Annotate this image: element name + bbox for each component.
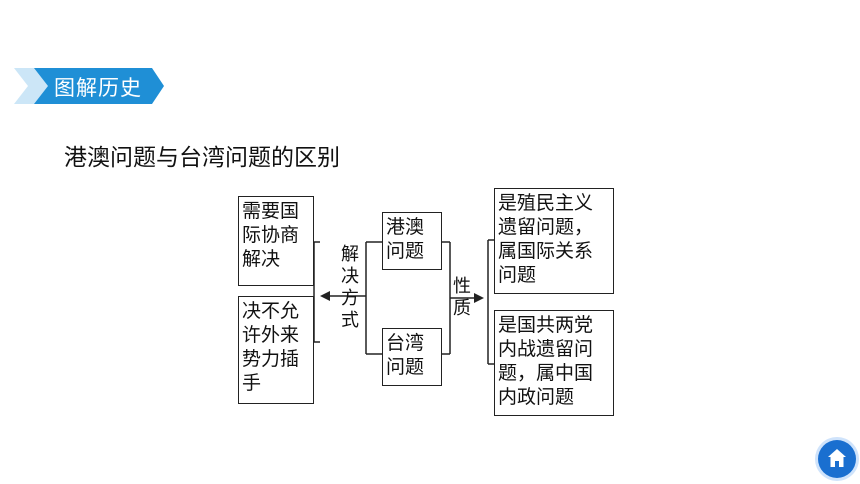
right-box-2-line: 内战遗留问 xyxy=(498,338,594,360)
arrow-right-icon xyxy=(474,293,484,303)
center-box-2-line: 台湾 xyxy=(386,332,425,354)
right-box-2-line: 题，属中国 xyxy=(498,362,594,384)
right-box-1: 是殖民主义 遗留问题， 属国际关系 问题 xyxy=(494,188,614,294)
solution-method-char: 式 xyxy=(341,310,359,331)
page-subtitle: 港澳问题与台湾问题的区别 xyxy=(64,145,340,171)
right-box-1-line: 是殖民主义 xyxy=(498,192,594,214)
left-box-1: 需要国 际协商 解决 xyxy=(238,196,314,286)
center-box-1-line: 问题 xyxy=(386,240,425,262)
right-box-2-line: 是国共两党 xyxy=(498,314,594,336)
left-box-1-line: 需要国 xyxy=(242,200,300,222)
left-box-1-line: 际协商 xyxy=(242,224,300,246)
right-box-1-line: 属国际关系 xyxy=(498,240,594,262)
nature-char: 性 xyxy=(453,276,471,297)
arrow-left-icon xyxy=(320,291,330,301)
solution-method-char: 决 xyxy=(341,266,359,287)
right-box-1-line: 问题 xyxy=(498,264,537,286)
center-box-1-line: 港澳 xyxy=(386,216,425,238)
left-box-2-line: 许外来 xyxy=(242,324,300,346)
right-box-1-line: 遗留问题， xyxy=(498,216,594,238)
solution-method-label: 解 决 方 式 xyxy=(340,244,360,332)
left-box-2-line: 决不允 xyxy=(242,300,300,322)
solution-method-char: 方 xyxy=(341,288,359,309)
left-box-2-line: 手 xyxy=(242,372,262,394)
left-box-1-line: 解决 xyxy=(242,248,281,270)
banner-title: 图解历史 xyxy=(54,76,142,100)
center-box-taiwan: 台湾 问题 xyxy=(382,328,442,386)
nature-label: 性 质 xyxy=(452,276,472,320)
banner-shape xyxy=(14,68,164,104)
right-box-2: 是国共两党 内战遗留问 题，属中国 内政问题 xyxy=(494,310,614,416)
left-box-2-line: 势力插 xyxy=(242,348,300,370)
home-icon xyxy=(828,449,846,467)
nature-char: 质 xyxy=(453,298,471,319)
center-box-hk-macau: 港澳 问题 xyxy=(382,212,442,270)
section-banner: 图解历史 xyxy=(14,68,164,104)
center-box-2-line: 问题 xyxy=(386,356,425,378)
right-box-2-line: 内政问题 xyxy=(498,386,575,408)
left-box-2: 决不允 许外来 势力插 手 xyxy=(238,296,314,404)
solution-method-char: 解 xyxy=(341,244,359,265)
home-button[interactable] xyxy=(818,440,856,478)
